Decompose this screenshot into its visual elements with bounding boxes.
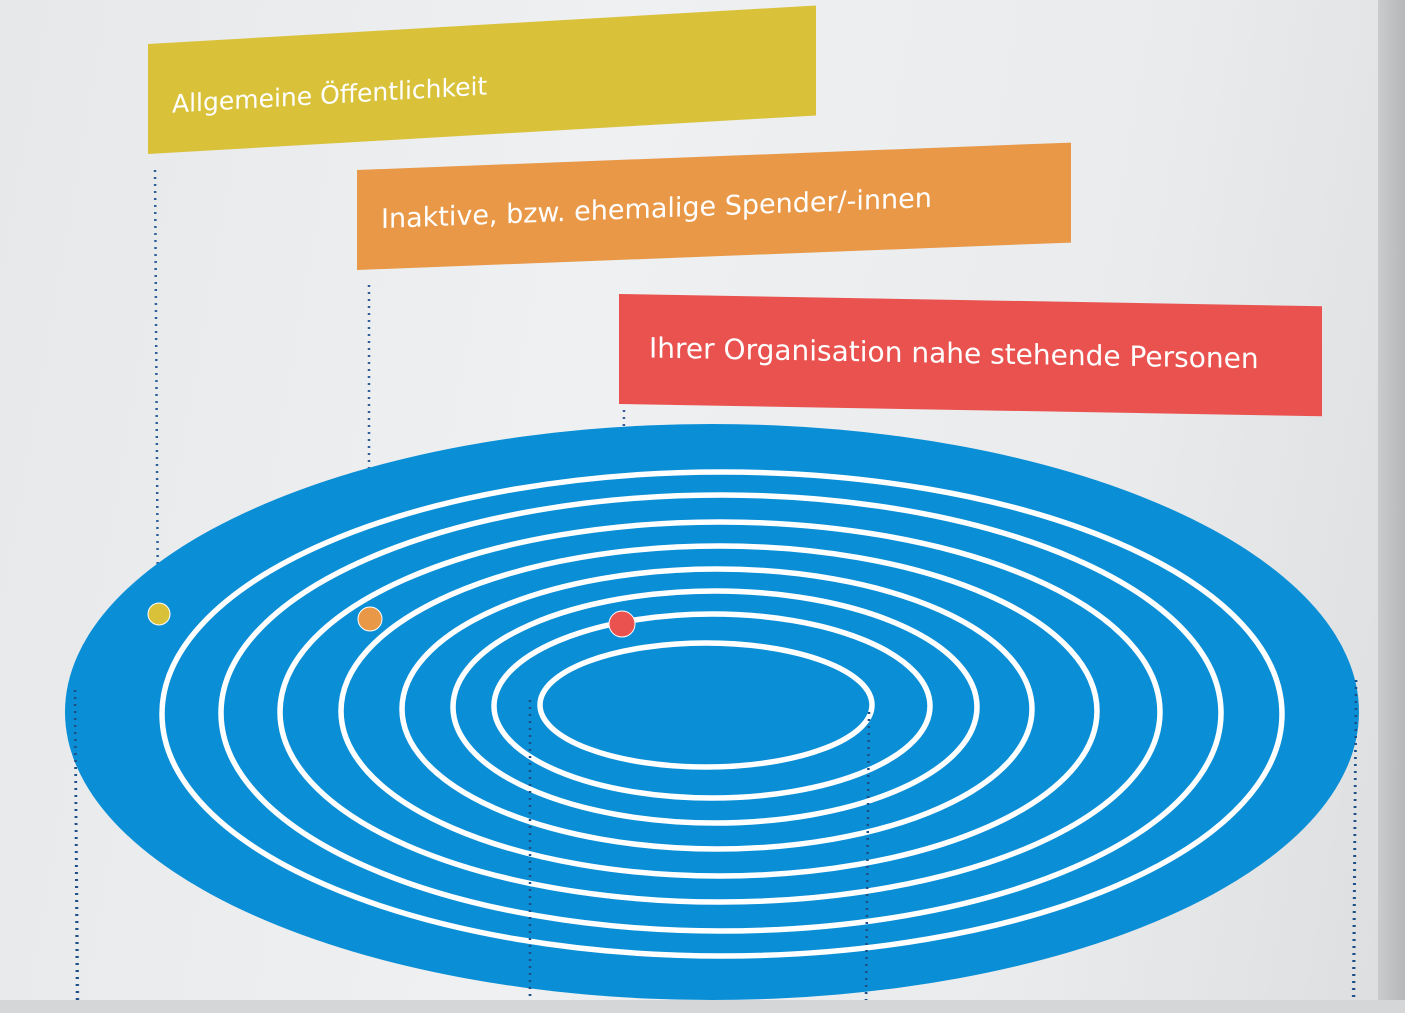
ring-5: [399, 566, 1035, 852]
marker-dot-outer: [147, 602, 171, 626]
marker-dot-middle: [357, 606, 383, 632]
ring-8: [537, 640, 875, 770]
ring-4: [338, 543, 1100, 879]
ring-3: [277, 519, 1163, 905]
leader-line-right-inner: [1352, 679, 1358, 1001]
label-middle-text: Inaktive, bzw. ehemalige Spender/-innen: [381, 182, 932, 235]
ring-1: [159, 469, 1285, 959]
page-edge-bottom: [0, 1000, 1405, 1013]
label-outer-text: Allgemeine Öffentlichkeit: [172, 70, 488, 119]
label-inner: Ihrer Organisation nahe stehende Persone…: [619, 294, 1322, 417]
leader-line-outer: [153, 169, 160, 613]
ring-2: [218, 492, 1224, 934]
outer-ellipse: [65, 424, 1359, 1000]
leader-line-left-inner: [73, 689, 79, 1001]
ring-7: [491, 611, 933, 801]
marker-dot-inner: [608, 610, 636, 638]
label-inner-text: Ihrer Organisation nahe stehende Persone…: [649, 331, 1259, 375]
page-edge-right: [1378, 0, 1405, 1013]
ring-6: [450, 588, 980, 826]
